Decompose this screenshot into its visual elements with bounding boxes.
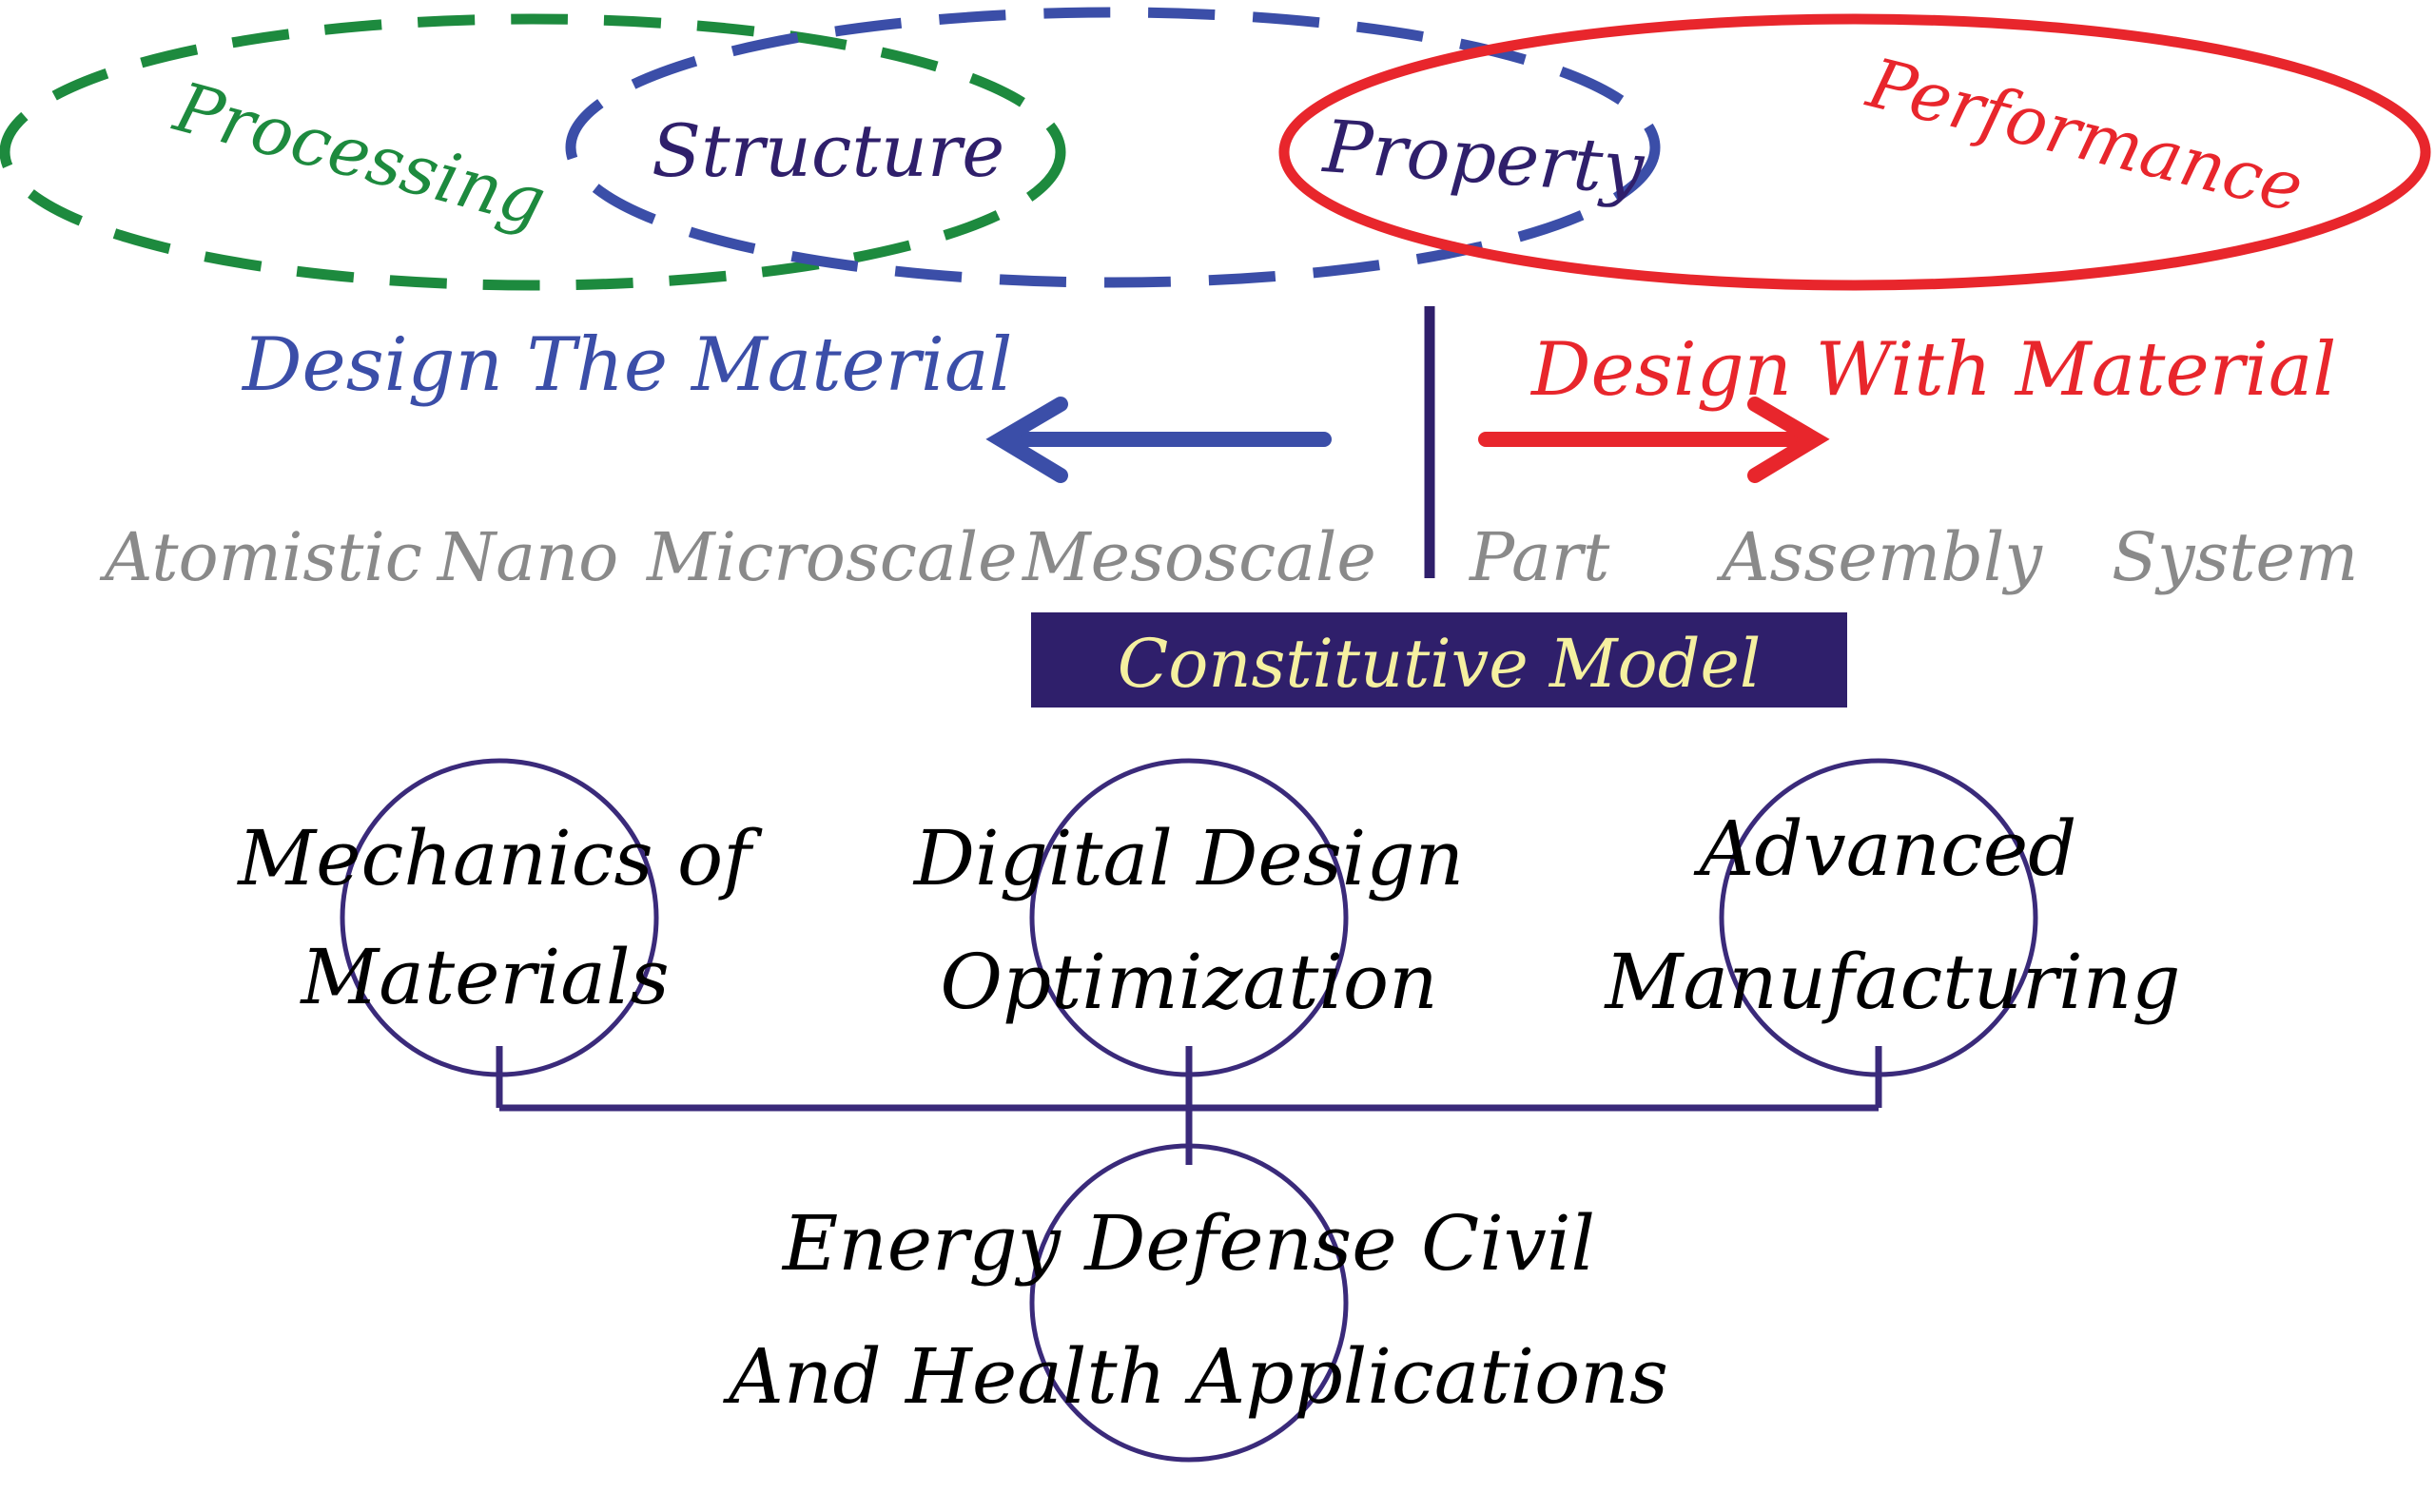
structure-label: Structure [652,108,1004,193]
advanced-label-line1: Advanced [1693,804,2077,893]
scale-mesoscale: Mesoscale [1021,518,1376,596]
scale-labels-right: Part Assembly System [1468,518,2358,596]
advanced-node-circle [1719,758,2038,1077]
digital-node-circle [1029,758,1349,1077]
applications-label-line1: Energy Defense Civil [781,1199,1595,1288]
performance-ellipse [1278,13,2431,291]
processing-label: Processing [166,67,555,242]
scale-microscale: Microscale [645,518,1018,596]
constitutive-model-box [1031,612,1847,708]
left-arrow [985,397,1332,483]
scale-labels-left: Atomistic Nano Microscale Mesoscale [99,518,1376,596]
digital-label-line1: Digital Design [912,814,1464,902]
applications-label-line2: And Health Applications [722,1332,1668,1421]
mechanics-node-circle [340,758,659,1077]
property-label: Property [1319,104,1647,210]
mechanics-label-line1: Mechanics of [236,814,763,902]
scale-system: System [2112,518,2358,596]
advanced-label-line2: Manufacturing [1604,938,2181,1026]
performance-label: Performance [1859,43,2311,228]
scale-nano: Nano [436,518,618,596]
design-with-material-label: Design With Material [1529,327,2336,413]
scale-assembly: Assembly [1716,518,2043,596]
constitutive-model-label: Constitutive Model [1118,625,1762,703]
mechanics-label-line2: Materials [299,933,669,1021]
applications-node-circle [1029,1143,1349,1463]
scale-atomistic: Atomistic [99,518,422,596]
processing-ellipse [0,13,1066,291]
design-the-material-label: Design The Material [241,322,1012,408]
digital-label-line2: Optimization [940,938,1437,1026]
structure-ellipse [565,7,1661,288]
right-arrow [1478,397,1830,483]
scale-part: Part [1468,518,1610,596]
